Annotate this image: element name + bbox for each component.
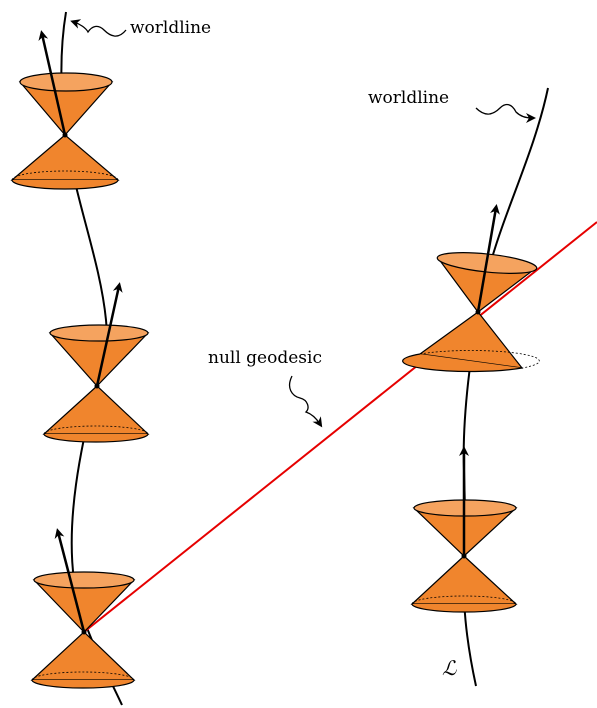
null-geodesic-label: null geodesic	[208, 348, 322, 368]
light-cone-left-middle	[42, 282, 150, 443]
light-cone-left-top	[10, 30, 120, 190]
worldline-label-right: worldline	[368, 88, 450, 108]
pointer-worldline-right	[475, 103, 536, 123]
null-geodesic-line	[83, 221, 597, 633]
pointer-null-geodesic	[288, 375, 323, 428]
pointer-worldline-left	[70, 19, 127, 37]
light-cone-left-bottom	[30, 528, 136, 689]
light-cone-right-upper	[402, 204, 540, 373]
worldline-label-left: worldline	[130, 18, 212, 38]
curve-label: ℒ	[442, 656, 457, 680]
light-cone-right-lower	[410, 446, 518, 613]
